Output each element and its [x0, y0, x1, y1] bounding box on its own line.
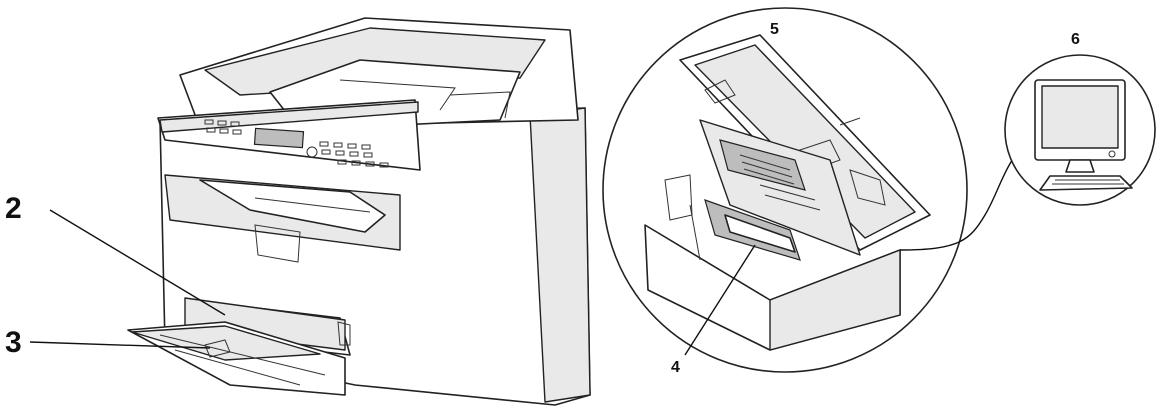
printer-exterior-icon	[127, 17, 591, 406]
callout-5: 5	[770, 21, 779, 38]
callout-3: 3	[5, 326, 22, 359]
callout-6: 6	[1071, 31, 1080, 48]
printer-open-interior-icon	[644, 34, 931, 351]
callout-3-leader	[29, 341, 211, 349]
callout-2-leader	[49, 209, 226, 316]
callout-4: 4	[671, 359, 680, 376]
callout-2: 2	[5, 192, 22, 225]
callout-4-leader	[684, 244, 756, 356]
computer-icon	[1004, 54, 1156, 206]
